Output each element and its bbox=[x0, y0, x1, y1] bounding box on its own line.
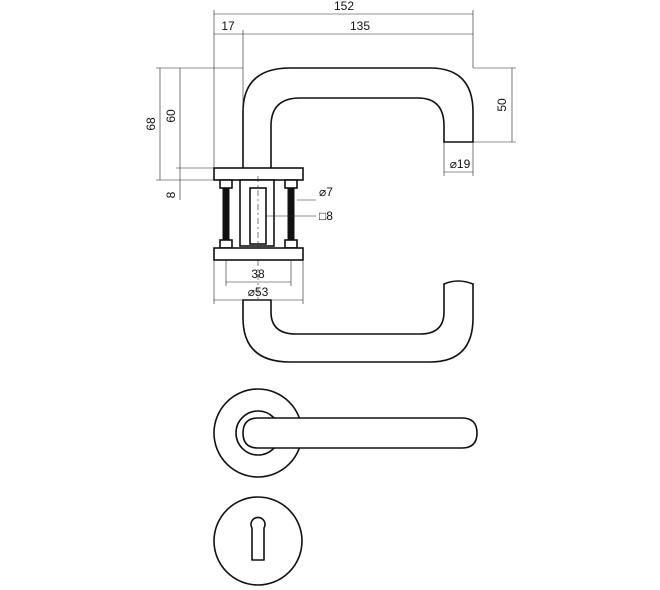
screw-head-tl bbox=[219, 179, 233, 189]
dim-spindle-square: □8 bbox=[319, 209, 333, 223]
screw-thread-right bbox=[287, 187, 295, 241]
dim-height-axis: 60 bbox=[164, 109, 178, 123]
front-view-keyhole-escutcheon bbox=[213, 496, 303, 586]
dim-screw-diameter: ⌀7 bbox=[319, 185, 333, 199]
dim-handle-drop: 50 bbox=[495, 98, 509, 112]
dim-tube-diameter: ⌀19 bbox=[450, 157, 471, 171]
lower-handle-end bbox=[443, 280, 474, 285]
front-view-handle bbox=[213, 388, 478, 478]
screw-head-tr bbox=[284, 179, 298, 189]
upper-handle-inner bbox=[270, 97, 445, 169]
dim-rose-diameter: ⌀53 bbox=[248, 285, 269, 299]
dim-overall-length: 152 bbox=[334, 0, 354, 13]
dim-rose-thickness: 8 bbox=[164, 191, 178, 198]
escutcheon-rose bbox=[213, 496, 303, 586]
upper-rose-plate bbox=[213, 167, 304, 181]
dim-handle-length: 135 bbox=[350, 19, 370, 33]
dim-bolt-spacing: 38 bbox=[251, 267, 265, 281]
screw-head-br bbox=[284, 239, 298, 249]
screw-thread-left bbox=[222, 187, 230, 241]
dimension-set: 152 17 135 68 60 8 50 ⌀19 ⌀7 □8 bbox=[144, 0, 516, 304]
lower-handle-inner bbox=[270, 283, 445, 335]
dim-rose-offset: 17 bbox=[221, 19, 235, 33]
front-lever bbox=[242, 417, 478, 449]
keyhole-icon bbox=[250, 516, 266, 561]
side-view bbox=[213, 67, 474, 363]
upper-handle-outer bbox=[242, 67, 474, 169]
lower-rose-plate bbox=[213, 247, 304, 261]
lower-handle-outer bbox=[242, 283, 474, 363]
dim-height-total: 68 bbox=[144, 117, 158, 131]
screw-head-bl bbox=[219, 239, 233, 249]
